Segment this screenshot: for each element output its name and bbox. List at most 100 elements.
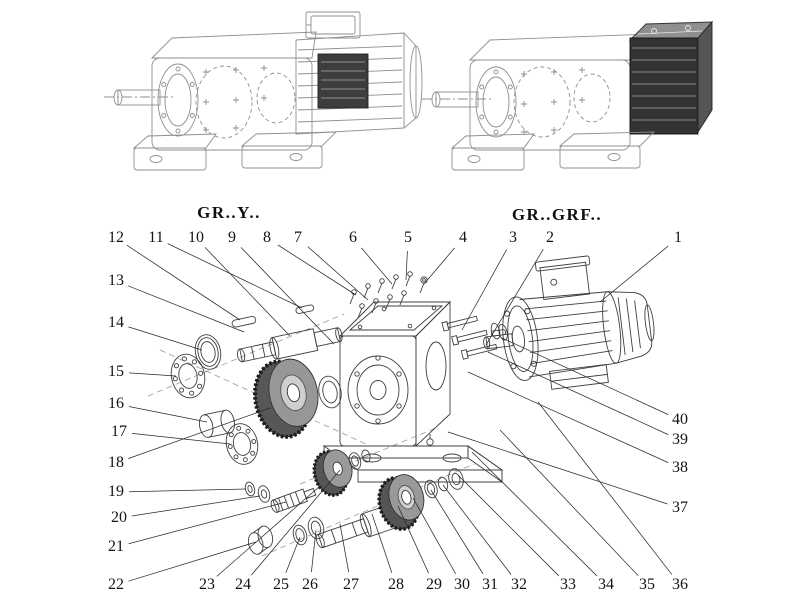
leader-line-27 xyxy=(339,523,350,573)
part-number-40: 40 xyxy=(672,411,688,428)
leader-line-3 xyxy=(461,249,508,331)
large-gear-drawing xyxy=(252,358,319,439)
output-flange-drawing-grf xyxy=(422,66,517,138)
part-number-3: 3 xyxy=(509,229,517,246)
ring-drawing-30 xyxy=(424,479,438,499)
leader-line-9 xyxy=(240,247,335,345)
bearing-b-drawing xyxy=(225,423,259,465)
part-number-32: 32 xyxy=(511,576,527,593)
leader-line-12 xyxy=(126,244,241,321)
part-number-33: 33 xyxy=(560,576,576,593)
part-number-22: 22 xyxy=(108,576,124,593)
part-number-24: 24 xyxy=(235,576,251,593)
callout-leader-lines xyxy=(126,243,673,582)
leader-line-40 xyxy=(501,337,669,415)
part-number-13: 13 xyxy=(108,272,124,289)
leader-line-29 xyxy=(397,505,429,574)
leader-line-4 xyxy=(423,247,455,285)
leader-line-38 xyxy=(467,371,669,463)
variant-label-gr-grf: GR..GRF.. xyxy=(511,205,603,224)
leader-line-20 xyxy=(131,495,261,517)
leader-line-2 xyxy=(485,249,544,346)
part-number-36: 36 xyxy=(672,576,688,593)
shaft-key-drawing xyxy=(231,316,257,328)
end-cap-drawing xyxy=(247,525,274,555)
part-number-19: 19 xyxy=(108,483,124,500)
oil-seal-drawing xyxy=(194,334,222,370)
gearbox-drawing xyxy=(150,31,317,151)
leader-line-26 xyxy=(311,529,317,573)
output-gear-drawing xyxy=(377,474,425,531)
leader-line-10 xyxy=(204,247,291,337)
part-number-9: 9 xyxy=(228,229,236,246)
assembled-drawing-gr-grf xyxy=(422,20,714,171)
part-number-7: 7 xyxy=(294,229,302,246)
leader-line-6 xyxy=(361,247,393,285)
leader-line-19 xyxy=(128,488,247,493)
part-number-15: 15 xyxy=(108,363,124,380)
washer-ring-drawing-b xyxy=(257,485,271,503)
part-number-23: 23 xyxy=(199,576,215,593)
leader-line-34 xyxy=(471,451,598,577)
bearing-a-drawing xyxy=(170,353,206,399)
part-number-35: 35 xyxy=(639,576,655,593)
leader-line-35 xyxy=(499,429,639,576)
mounting-feet-drawing-grf xyxy=(450,131,656,171)
part-number-37: 37 xyxy=(672,499,688,516)
bolt-marks xyxy=(521,67,585,135)
part-number-10: 10 xyxy=(188,229,204,246)
part-number-30: 30 xyxy=(454,576,470,593)
part-number-14: 14 xyxy=(108,314,124,331)
leader-line-33 xyxy=(457,474,560,577)
part-number-6: 6 xyxy=(349,229,357,246)
part-number-8: 8 xyxy=(263,229,271,246)
part-number-27: 27 xyxy=(343,576,359,593)
part-number-29: 29 xyxy=(426,576,442,593)
part-number-5: 5 xyxy=(404,229,412,246)
leader-line-30 xyxy=(412,497,456,574)
leader-line-23 xyxy=(216,485,321,577)
part-number-21: 21 xyxy=(108,538,124,555)
leader-line-39 xyxy=(487,351,669,435)
leader-line-17 xyxy=(131,433,231,445)
bore-ring-drawing xyxy=(318,375,342,409)
leader-line-24 xyxy=(251,469,341,576)
part-number-2: 2 xyxy=(546,229,554,246)
spacer-sleeve-drawing xyxy=(198,409,235,438)
motor-body-drawing xyxy=(295,32,423,135)
bolt-marks xyxy=(203,65,267,133)
part-number-12: 12 xyxy=(108,229,124,246)
leader-line-14 xyxy=(128,326,203,351)
mounting-feet-drawing xyxy=(132,131,338,171)
leader-line-5 xyxy=(405,250,408,281)
pinion-shaft-drawing xyxy=(270,487,317,513)
part-number-34: 34 xyxy=(598,576,614,593)
leader-line-25 xyxy=(285,536,301,574)
leader-line-28 xyxy=(371,513,393,573)
intermediate-gear-drawing xyxy=(312,449,353,497)
part-number-38: 38 xyxy=(672,459,688,476)
part-number-18: 18 xyxy=(108,454,124,471)
leader-line-16 xyxy=(128,406,208,423)
leader-line-31 xyxy=(430,489,484,575)
part-number-39: 39 xyxy=(672,431,688,448)
ring-drawing-25 xyxy=(292,524,308,546)
leader-line-32 xyxy=(442,484,512,575)
variant-label-gr-y: GR..Y.. xyxy=(197,203,261,222)
part-number-31: 31 xyxy=(482,576,498,593)
leader-line-22 xyxy=(128,541,257,582)
part-number-4: 4 xyxy=(459,229,467,246)
leader-line-1 xyxy=(599,245,669,303)
ring-drawing-31 xyxy=(437,476,449,492)
exploded-view-drawing xyxy=(147,255,655,557)
leader-line-8 xyxy=(277,244,357,296)
part-number-16: 16 xyxy=(108,395,124,412)
terminal-box-drawing xyxy=(305,11,361,39)
leader-line-7 xyxy=(307,246,369,301)
leader-line-15 xyxy=(128,372,177,377)
part-number-26: 26 xyxy=(302,576,318,593)
cover-bolts-drawing xyxy=(349,271,428,319)
ring-small-a-drawing xyxy=(348,452,362,470)
part-number-17: 17 xyxy=(111,423,127,440)
part-number-25: 25 xyxy=(273,576,289,593)
